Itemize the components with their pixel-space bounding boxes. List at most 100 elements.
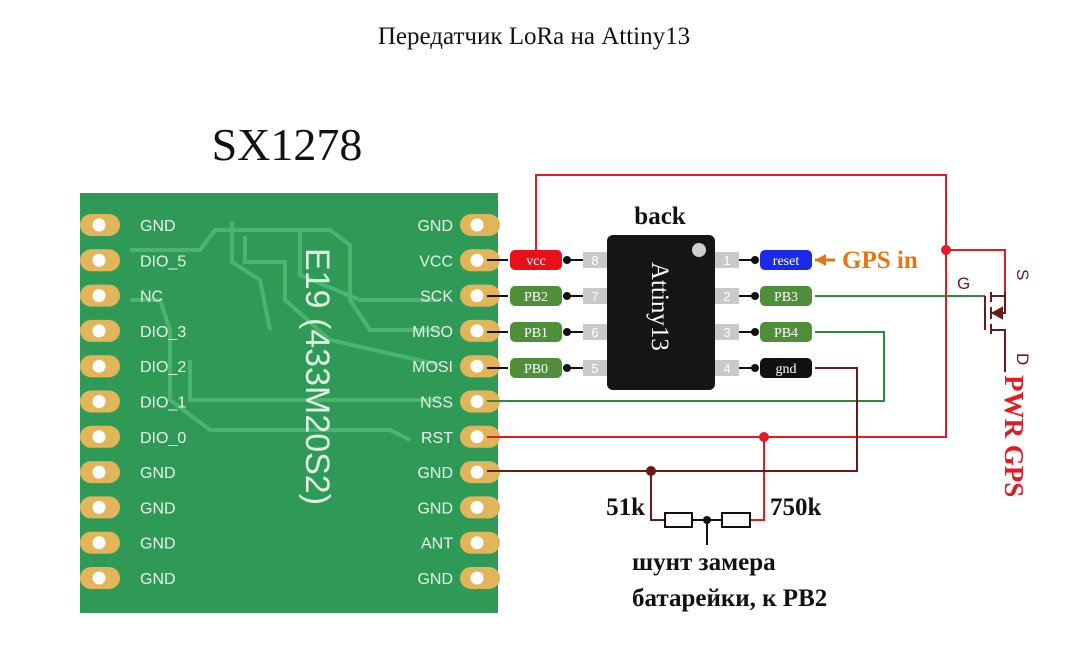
- chip-pin-tag-label: reset: [773, 254, 800, 269]
- chip-pin-tag: [510, 322, 562, 342]
- pad-hole: [470, 465, 484, 479]
- pad-hole: [92, 571, 106, 585]
- pad-hole: [470, 571, 484, 585]
- module-pin-label: DIO_5: [140, 253, 186, 270]
- chip-pin-dot: [751, 364, 759, 372]
- module-pin-label: GND: [417, 500, 453, 517]
- module-pin-label: GND: [140, 500, 176, 517]
- mosfet-gate-label: G: [957, 274, 970, 293]
- chip-body: [607, 235, 715, 390]
- chip-pin-tag-label: PB4: [774, 326, 798, 341]
- pad-hole: [470, 430, 484, 444]
- pad-hole: [470, 218, 484, 232]
- chip-pin-dot: [751, 328, 759, 336]
- trace-3: [243, 236, 441, 367]
- chip-pin-tag-label: PB1: [524, 326, 548, 341]
- chip-pin-number: 4: [723, 361, 730, 376]
- pb4-nss-wire: [487, 331, 885, 402]
- chip-pin-tag-label: vcc: [526, 254, 545, 269]
- chip-pin-dot: [563, 256, 571, 264]
- module-pin-label: RST: [421, 430, 453, 447]
- pad-hole: [92, 500, 106, 514]
- module-pin-label: DIO_0: [140, 430, 186, 447]
- module-silkscreen: E19 (433M20S2): [298, 248, 336, 505]
- module-left-pin-labels: GNDDIO_5NCDIO_3DIO_2DIO_1DIO_0GNDGNDGNDG…: [140, 218, 186, 588]
- pad-hole: [92, 324, 106, 338]
- divider-low-wire: [650, 471, 665, 521]
- module-pin-label: DIO_2: [140, 359, 186, 376]
- trace-5: [188, 360, 440, 402]
- pad-hole: [92, 289, 106, 303]
- module-pin-label: NC: [140, 289, 163, 306]
- resistor-51k-label: 51k: [606, 494, 645, 521]
- chip-pin-dot: [563, 328, 571, 336]
- resistor-750k-label: 750k: [770, 494, 822, 521]
- pwr-gps-label: PWR GPS: [999, 375, 1029, 497]
- gnd-wire: [487, 367, 858, 472]
- chip-pin-number: 6: [591, 325, 598, 340]
- chip-pin-tag: [510, 358, 562, 378]
- trace-6: [298, 232, 440, 302]
- trace-1: [130, 228, 440, 332]
- chip-pin: [715, 252, 739, 268]
- junction-rst: [759, 432, 769, 442]
- module-pin-label: VCC: [419, 253, 453, 270]
- pad-hole: [92, 465, 106, 479]
- chip-pin-tag: [510, 250, 562, 270]
- chip-pin-dot: [563, 292, 571, 300]
- chip-pin-dot: [751, 256, 759, 264]
- chip-pin-dot: [751, 292, 759, 300]
- pad-hole: [92, 430, 106, 444]
- module-name: SX1278: [212, 119, 363, 170]
- diagram-title: Передатчик LoRa на Attiny13: [378, 23, 690, 50]
- resistor-750k: [721, 512, 751, 528]
- vcc-mosfet-wire: [946, 249, 1006, 292]
- chip-pin-number: 2: [723, 289, 730, 304]
- lora-module: GNDDIO_5NCDIO_3DIO_2DIO_1DIO_0GNDGNDGNDG…: [80, 193, 500, 613]
- junction-gnd: [646, 466, 656, 476]
- chip-pin-number: 5: [591, 361, 598, 376]
- gps-input: GPS in: [815, 247, 918, 274]
- shunt-label-line1: шунт замера: [632, 549, 776, 576]
- chip-pin: [583, 252, 607, 268]
- chip-pin-tag: [510, 286, 562, 306]
- chip-pin: [715, 324, 739, 340]
- module-pin-label: GND: [417, 571, 453, 588]
- mosfet-source-label: S: [1013, 269, 1032, 280]
- chip-pin-number: 8: [591, 253, 598, 268]
- chip-pin-number: 3: [723, 325, 730, 340]
- chip-pin-tag-label: gnd: [776, 362, 797, 377]
- chip-pin-dot: [563, 364, 571, 372]
- pad-hole: [92, 359, 106, 373]
- divider-high-wire: [750, 437, 765, 521]
- chip-pin-tag-label: PB0: [524, 362, 548, 377]
- junctions: [646, 245, 951, 524]
- chip-pin-tag-label: PB2: [524, 290, 548, 305]
- pad-hole: [470, 500, 484, 514]
- pcb-traces: [130, 222, 441, 442]
- module-pin-label: DIO_1: [140, 395, 186, 412]
- pad-hole: [470, 359, 484, 373]
- pad-hole: [470, 289, 484, 303]
- module-pin-label: MISO: [412, 324, 453, 341]
- module-pin-label: NSS: [420, 395, 453, 412]
- mosfet-drain-lead: [991, 329, 1006, 372]
- mosfet-source-lead: [991, 292, 1006, 297]
- chip-name: Attiny13: [646, 262, 673, 351]
- gps-arrowhead-icon: [815, 254, 826, 266]
- shunt-label-line2: батарейки, к PB2: [632, 585, 827, 612]
- pad-hole: [470, 324, 484, 338]
- trace-4: [130, 298, 411, 442]
- chip-pin: [583, 288, 607, 304]
- module-pin-label: GND: [140, 536, 176, 553]
- mosfet-drain-label: D: [1013, 353, 1032, 365]
- module-pin-label: DIO_3: [140, 324, 186, 341]
- mosfet: G S D: [957, 269, 1032, 372]
- chip-pin-tag: [760, 358, 812, 378]
- resistor-51k: [664, 512, 693, 528]
- module-pin-label: GND: [417, 218, 453, 235]
